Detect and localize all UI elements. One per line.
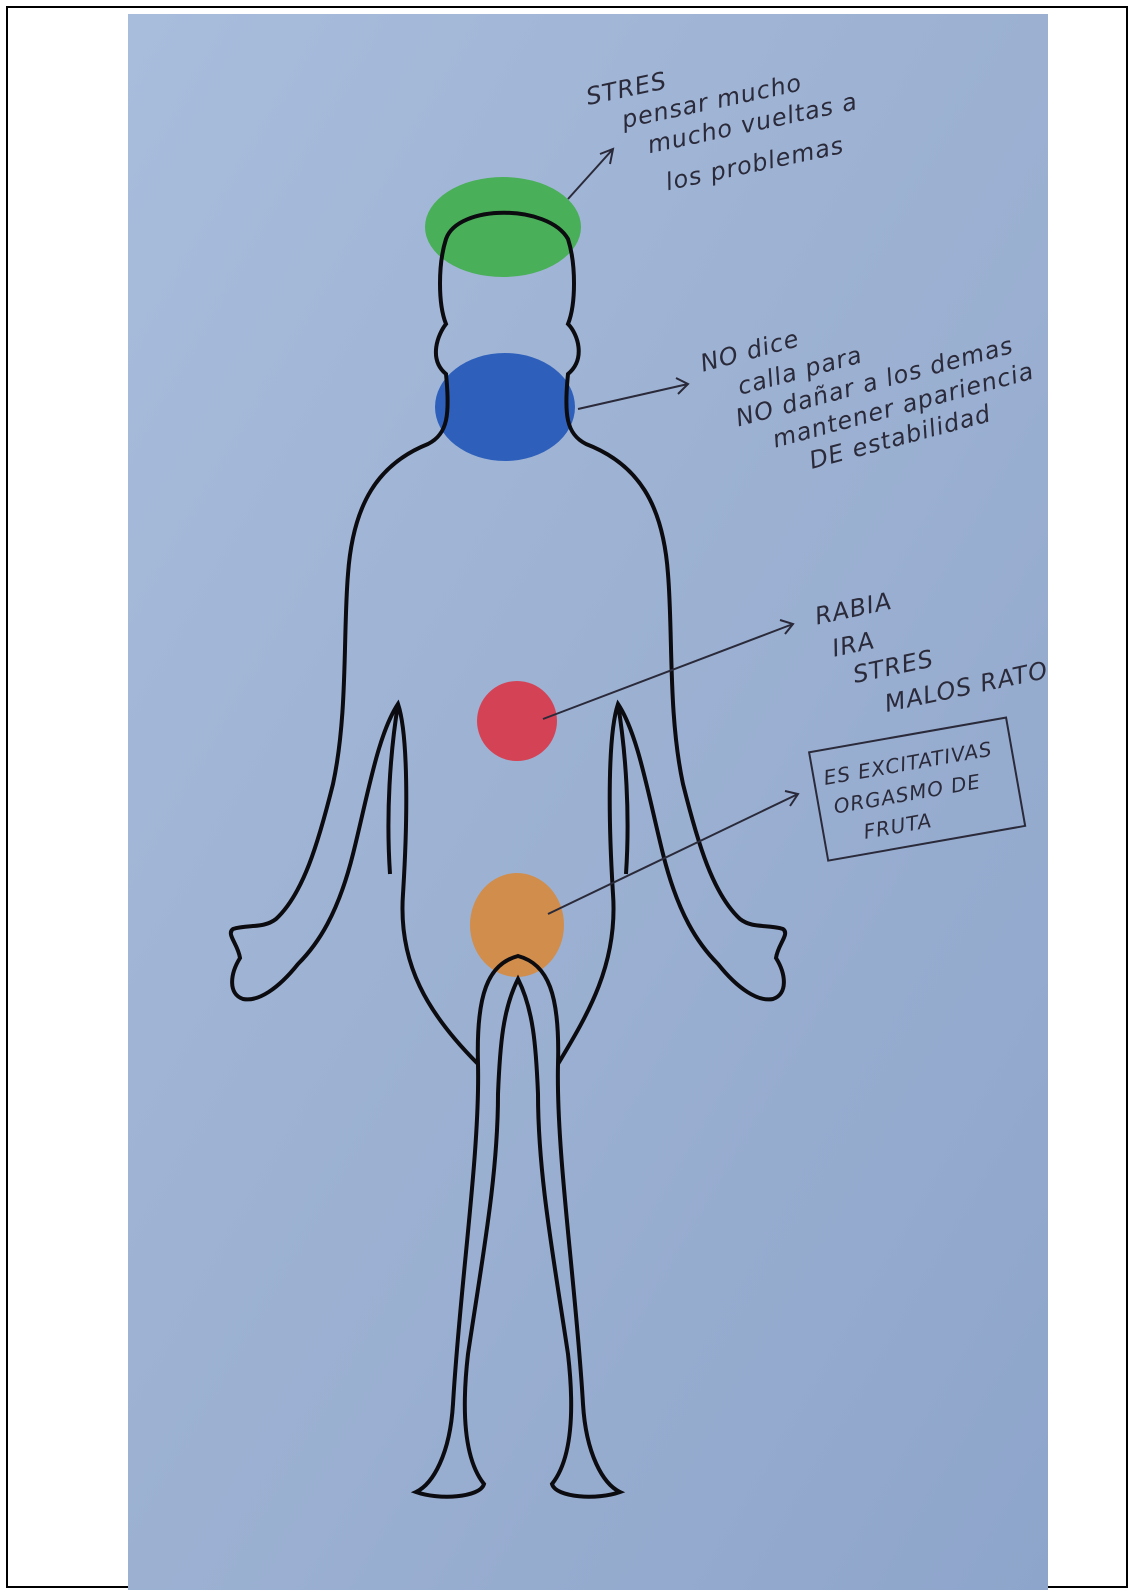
figure-frame: STRES pensar mucho mucho vueltas a los p…	[6, 6, 1128, 1588]
pelvis-zone-orange	[470, 873, 564, 977]
throat-zone-blue	[435, 353, 575, 461]
body-map-photo: STRES pensar mucho mucho vueltas a los p…	[128, 14, 1048, 1590]
stomach-zone-red	[477, 681, 557, 761]
